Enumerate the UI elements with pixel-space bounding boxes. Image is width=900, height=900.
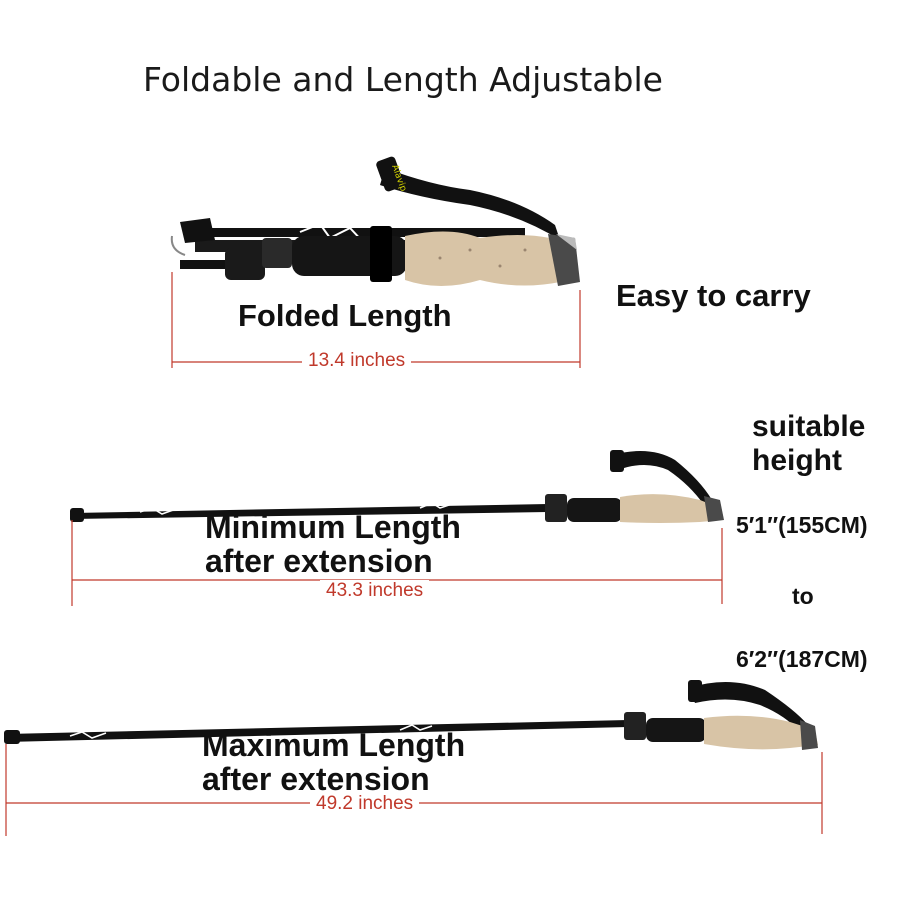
height-joiner: to <box>792 583 814 609</box>
maximum-length-measure: 49.2 inches <box>310 793 420 815</box>
minimum-length-line2: after extension <box>205 543 433 579</box>
folded-length-label: Folded Length <box>238 298 452 333</box>
suitable-height-line2: height <box>752 444 842 477</box>
minimum-length-label: Minimum Length after extension <box>205 510 461 578</box>
minimum-length-line1: Minimum Length <box>205 509 461 545</box>
suitable-height-line1: suitable <box>752 410 866 443</box>
suitable-height-label: suitable height <box>752 410 865 478</box>
folded-length-measure: 13.4 inches <box>302 350 412 372</box>
maximum-length-label: Maximum Length after extension <box>202 728 465 796</box>
maximum-length-line2: after extension <box>202 761 430 797</box>
height-min: 5′1″(155CM) <box>736 512 868 538</box>
maximum-length-line1: Maximum Length <box>202 727 466 763</box>
minimum-pole-image <box>70 450 724 523</box>
page-title: Foldable and Length Adjustable <box>143 60 663 99</box>
maximum-pole-image <box>4 680 818 750</box>
height-max: 6′2″(187CM) <box>736 646 868 672</box>
minimum-length-measure: 43.3 inches <box>320 580 430 602</box>
folded-pole-image: Alavip <box>170 156 580 286</box>
easy-to-carry-label: Easy to carry <box>616 278 811 313</box>
